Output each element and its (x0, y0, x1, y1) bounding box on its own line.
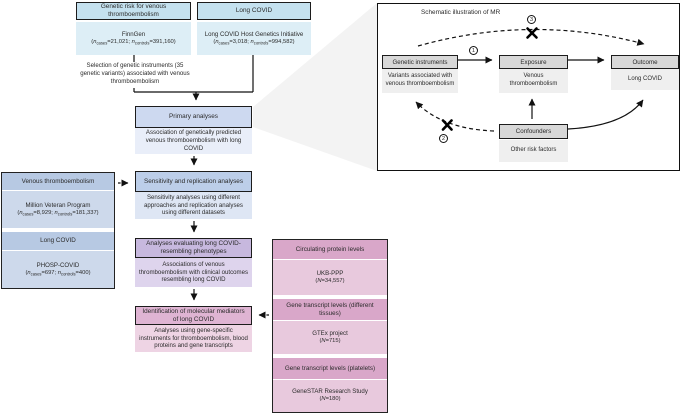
node-outcome-caption: Long COVID (611, 69, 679, 90)
node-exposure-caption: Venous thromboembolism (499, 69, 568, 93)
mediator-proteins-sample-size: (N=34,557) (315, 277, 345, 284)
mediator-transcripts-platelets-body: GeneSTAR Research Study (N=180) (273, 380, 387, 412)
instrument-selection-note: Selection of genetic instruments (35 gen… (80, 62, 190, 86)
source-vte-cohort: FinnGen (121, 30, 146, 38)
source-box-vte-body: FinnGen (ncases=21,021; ncontrols=391,16… (76, 22, 191, 55)
source-vte-sample-sizes: (ncases=21,021; ncontrols=391,160) (91, 38, 176, 45)
mediator-proteins-body: UKB-PPP (N=34,557) (273, 260, 387, 295)
replication-vte-sample-sizes: (ncases=8,929; ncontrols=181,337) (17, 209, 99, 216)
node-exposure: Exposure (499, 55, 568, 69)
replication-longcovid-sample-sizes: (ncases=697; ncontrols=400) (25, 269, 91, 276)
mediator-transcripts-tissues-header: Gene transcript levels (different tissue… (273, 299, 387, 321)
replication-datasets-panel: Venous thromboembolism Million Veteran P… (1, 172, 115, 289)
source-longcovid-cohort: Long COVID Host Genetics Initiative (204, 30, 304, 38)
replication-longcovid-cohort: PHOSP-COVID (36, 261, 80, 269)
replication-longcovid-header: Long COVID (2, 232, 114, 251)
mediator-transcripts-tissues-cohort: GTEx project (312, 329, 348, 337)
source-box-vte-header: Genetic risk for venous thromboembolism (76, 2, 191, 20)
mediator-proteins-header: Circulating protein levels (273, 240, 387, 260)
step-sensitivity-replication-body: Sensitivity analyses using different app… (135, 192, 252, 219)
replication-longcovid-body: PHOSP-COVID (ncases=697; ncontrols=400) (2, 251, 114, 288)
mediator-transcripts-tissues-sample-size: (N=715) (319, 337, 341, 344)
step-phenotype-analyses-body: Associations of venous thromboembolism w… (135, 258, 252, 287)
mediator-transcripts-tissues-body: GTEx project (N=715) (273, 321, 387, 354)
panel-divider (273, 295, 387, 299)
step-molecular-mediators-body: Analyses using gene-specific instruments… (135, 325, 252, 352)
mediator-proteins-cohort: UKB-PPP (316, 269, 344, 277)
mediator-transcripts-platelets-sample-size: (N=180) (319, 396, 341, 403)
step-molecular-mediators-header: Identification of molecular mediators of… (135, 306, 252, 325)
replication-vte-cohort: Million Veteran Program (25, 201, 91, 209)
mr-schematic-panel: Schematic illustration of MR Genetic ins… (377, 3, 680, 171)
node-confounders: Confounders (499, 124, 568, 139)
assumption-1-label: 1 (469, 46, 478, 55)
mediator-transcripts-platelets-header: Gene transcript levels (platelets) (273, 358, 387, 380)
replication-vte-header: Venous thromboembolism (2, 173, 114, 191)
node-genetic-instruments-caption: Variants associated with venous thromboe… (382, 69, 458, 93)
panel-divider (2, 228, 114, 232)
node-confounders-caption: Other risk factors (499, 140, 568, 162)
replication-vte-body: Million Veteran Program (ncases=8,929; n… (2, 191, 114, 228)
source-box-longcovid-header: Long COVID (197, 2, 311, 20)
source-longcovid-sample-sizes: (ncases=3,018; ncontrols=994,582) (213, 38, 295, 45)
step-sensitivity-replication-header: Sensitivity and replication analyses (135, 171, 252, 192)
mediator-transcripts-platelets-cohort: GeneSTAR Research Study (292, 388, 368, 396)
node-genetic-instruments: Genetic instruments (382, 55, 458, 69)
step-primary-analyses-header: Primary analyses (135, 106, 252, 128)
assumption-2-label: 2 (439, 134, 448, 143)
node-outcome: Outcome (611, 55, 679, 69)
step-phenotype-analyses-header: Analyses evaluating long COVID-resemblin… (135, 238, 252, 258)
assumption-3-label: 3 (527, 15, 536, 24)
panel-divider (273, 354, 387, 358)
step-primary-analyses-body: Association of genetically predicted ven… (135, 128, 252, 154)
mediator-datasets-panel: Circulating protein levels UKB-PPP (N=34… (272, 239, 388, 413)
schematic-title: Schematic illustration of MR (421, 9, 501, 16)
source-box-longcovid-body: Long COVID Host Genetics Initiative (nca… (197, 22, 311, 55)
